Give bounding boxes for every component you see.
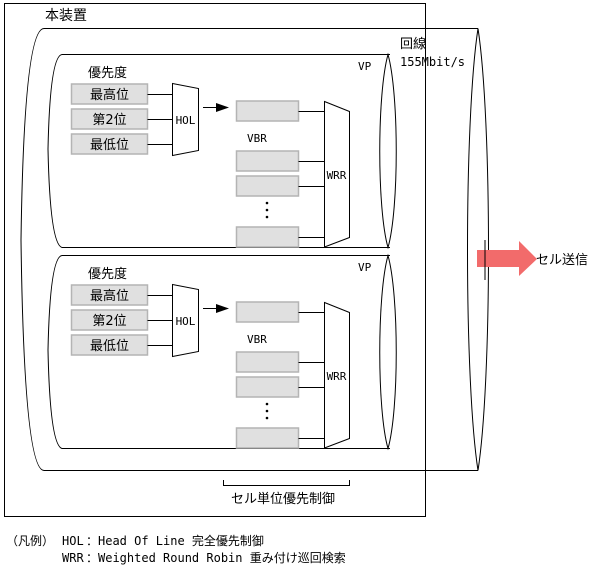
legend-wrr-text: ：Weighted Round Robin 重み付け巡回検索 [86,551,346,565]
arrow-head-icon [216,304,229,313]
ellipsis-dot [265,215,269,219]
vbr-queue [235,376,300,398]
cell-send-label: セル送信 [536,253,588,268]
legend-hol-text: ：Head Of Line 完全優先制御 [86,533,264,548]
line-rate: 155Mbit/s [400,55,465,69]
priority-title: 優先度 [88,266,127,282]
bracket [223,480,350,486]
line-label: 回線 [400,36,426,52]
priority-queue-label: 最高位 [90,288,129,304]
vbr-queue [235,351,300,373]
hol-multiplexer [172,283,199,358]
ellipsis-dot [265,402,269,406]
ellipsis-dot [265,409,269,413]
wrr-multiplexer [324,100,350,248]
vbr-queue [235,226,300,248]
hol-multiplexer [172,82,199,157]
arrow-head-icon [216,103,229,112]
vbr-queue [235,150,300,172]
vbr-queue [235,301,300,323]
legend-wrr-abbr: WRR [62,551,84,565]
vbr-queue [235,427,300,449]
ellipsis-dot [265,416,269,420]
bracket-label: セル単位優先制御 [231,491,335,507]
ellipsis-dot [265,201,269,205]
priority-queue-label: 最高位 [90,87,129,103]
hol-label: HOL [176,315,196,328]
vp-cylinder-body [47,54,390,248]
vp-cylinder-end [379,253,397,451]
wrr-label: WRR [327,370,347,383]
vbr-label: VBR [247,132,267,145]
legend-hol-abbr: HOL [62,534,84,548]
device-frame [4,3,426,517]
priority-queue-label: 最低位 [90,339,129,354]
hol-label: HOL [176,114,196,127]
legend-prefix: （凡例） [6,534,54,548]
vbr-label: VBR [247,333,267,346]
priority-queue-label: 最低位 [90,138,129,153]
wrr-multiplexer [324,301,350,449]
priority-queue-label: 第2位 [92,314,126,329]
vp-cylinder-body [47,255,390,449]
ellipsis-dot [265,208,269,212]
wrr-label: WRR [327,169,347,182]
priority-title: 優先度 [88,65,127,81]
priority-queue-label: 第2位 [92,113,126,128]
vbr-queue [235,100,300,122]
line-cylinder [20,28,489,471]
vp-label: VP [358,60,372,73]
cell-send-arrow [477,240,537,280]
vp-label: VP [358,261,372,274]
vbr-queue [235,175,300,197]
device-label: 本装置 [45,8,87,24]
vp-cylinder-end [379,52,397,250]
